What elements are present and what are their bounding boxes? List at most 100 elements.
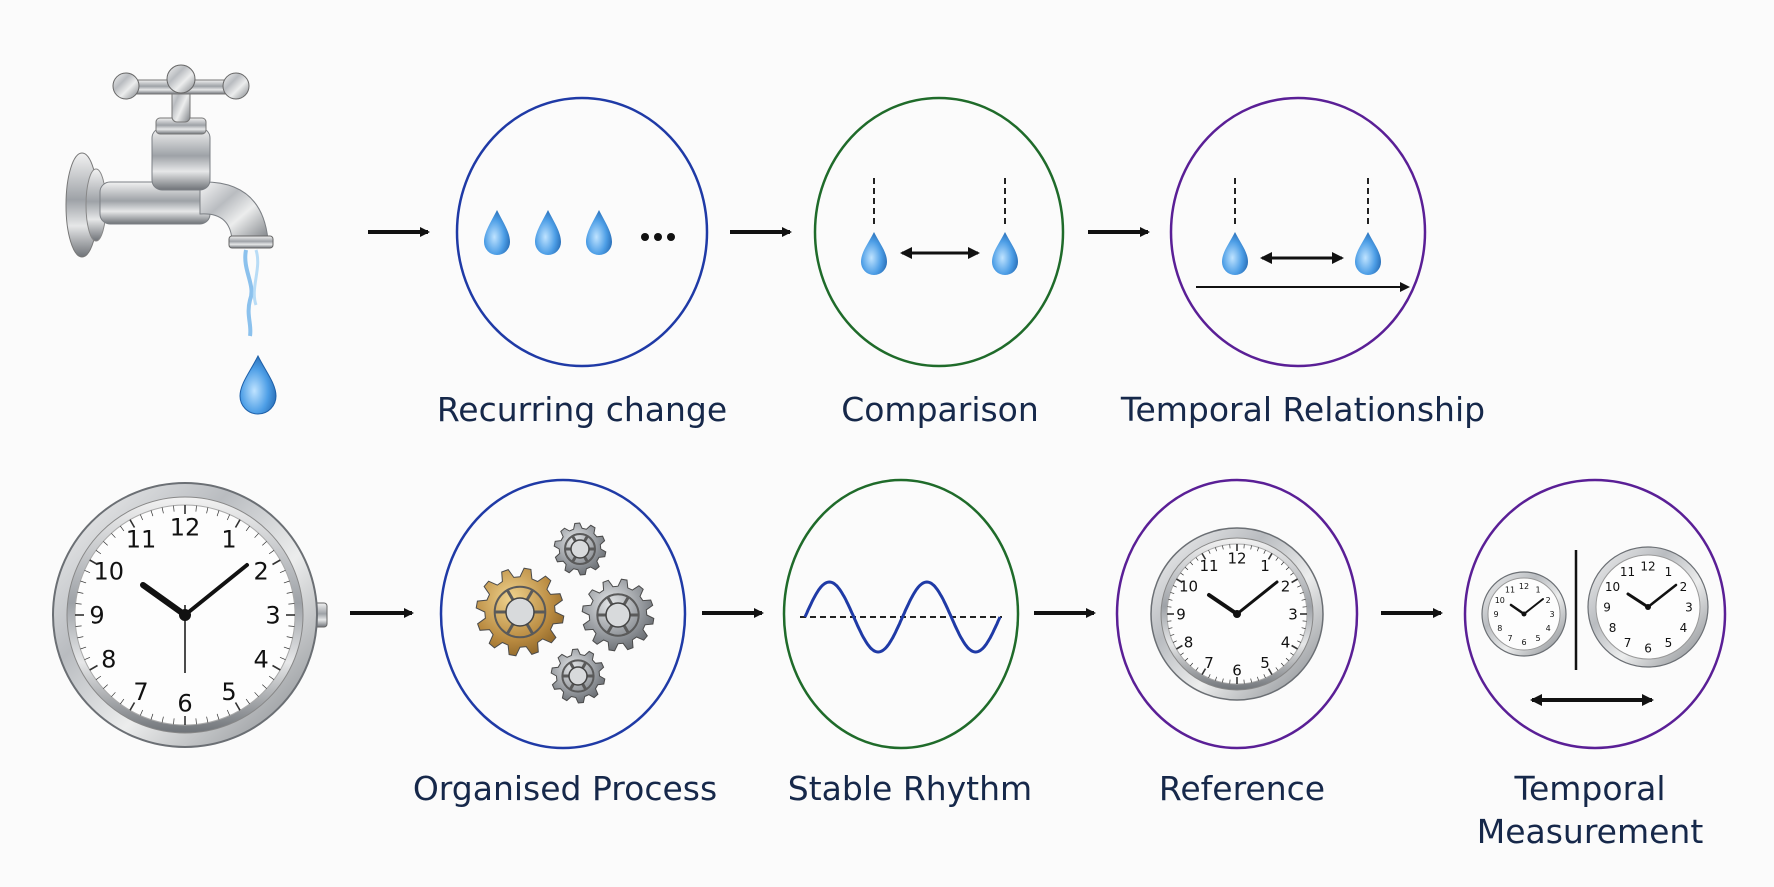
clock-tick [1267, 668, 1273, 676]
clock-tick [150, 713, 154, 720]
label-organised-process: Organised Process [412, 769, 718, 808]
clock-tick [1263, 549, 1266, 554]
label-temporal: Temporal [1514, 769, 1666, 808]
clock-tick [139, 514, 144, 521]
clock-numeral: 4 [254, 646, 269, 674]
clock-numeral: 4 [1546, 624, 1551, 633]
clock-tick [77, 636, 84, 639]
clock-numeral: 10 [1495, 596, 1505, 605]
label-comparison: Comparison [841, 390, 1039, 429]
clock-tick [1257, 547, 1259, 552]
clock-tick [120, 698, 125, 705]
clock-numeral: 9 [89, 602, 104, 630]
clock-tick [268, 550, 275, 555]
clock-numeral: 9 [1493, 610, 1498, 619]
clock-tick [1285, 657, 1290, 662]
label-measurement: Measurement [1476, 812, 1704, 851]
clock-numeral: 12 [1519, 582, 1529, 591]
clock-numeral: 11 [1505, 586, 1515, 595]
clock-tick [150, 510, 154, 517]
clock-tick [1168, 599, 1173, 601]
clock-tick [173, 718, 175, 725]
clock-tick [1299, 634, 1304, 636]
clock-numeral: 2 [254, 558, 269, 586]
clock-tick [89, 664, 98, 671]
clock-tick [1257, 676, 1259, 681]
clock-numeral: 10 [1179, 577, 1198, 595]
clock-tick [173, 505, 175, 512]
clock-tick [1297, 585, 1302, 588]
clock-tick [1168, 627, 1173, 629]
clock-tick [1250, 678, 1252, 683]
clock-tick [1201, 668, 1207, 676]
water-drop-icon [1355, 232, 1381, 275]
clock-tick [1301, 627, 1306, 629]
water-drop-icon [484, 210, 510, 255]
clock-tick [283, 580, 290, 584]
clock-tick [254, 692, 259, 697]
faucet-icon [65, 64, 277, 415]
clock-tick [1172, 640, 1177, 643]
clock-tick [1275, 557, 1279, 561]
clock-numeral: 12 [1640, 559, 1655, 573]
clock-numeral: 5 [1260, 654, 1270, 672]
clock-tick [245, 698, 250, 705]
clock-numeral: 8 [101, 646, 116, 674]
clock-tick [1170, 634, 1175, 636]
water-drop-icon [992, 232, 1018, 275]
water-drop-icon [1222, 232, 1248, 275]
clock-tick [272, 559, 281, 566]
clock-tick [262, 541, 267, 546]
clock-numeral: 5 [221, 678, 236, 706]
clock-numeral: 12 [1227, 549, 1246, 567]
clock-tick [206, 507, 209, 514]
clock-numeral: 1 [1260, 557, 1270, 575]
clock-tick [1175, 578, 1183, 584]
clock-numeral: 5 [1665, 636, 1673, 650]
clock-tick [206, 716, 209, 723]
water-drop-icon [586, 210, 612, 255]
clock-tick [1195, 667, 1199, 671]
clock-tick [1215, 676, 1217, 681]
clock-tick [226, 514, 231, 521]
clock-numeral: 9 [1603, 600, 1611, 614]
clock-numeral: 3 [1549, 610, 1554, 619]
clock-tick [1180, 572, 1184, 576]
clock-tick [111, 533, 116, 538]
clock-tick [272, 664, 281, 671]
clock-tick [1263, 674, 1266, 679]
clock-tick [1291, 578, 1299, 584]
clock-tick [268, 675, 275, 680]
gear-hub [605, 602, 631, 628]
clock-tick [95, 550, 102, 555]
clock-tick [120, 525, 125, 532]
clock-numeral: 1 [1535, 586, 1540, 595]
clock-tick [89, 559, 98, 566]
clock-numeral: 6 [1521, 638, 1526, 647]
clock-tick [129, 519, 136, 528]
clock-tick [84, 656, 91, 661]
clock-numeral: 11 [1620, 565, 1635, 579]
clock-numeral: 3 [1288, 605, 1298, 623]
clock-tick [75, 625, 82, 627]
recurring-change-node [455, 96, 709, 368]
clock-tick [216, 510, 220, 517]
clock-tick [161, 716, 164, 723]
clock-tick [1267, 552, 1273, 560]
clock-tick [1301, 599, 1306, 601]
gear-hub [505, 597, 535, 627]
clock-tick [1222, 545, 1224, 550]
clock-tick [1184, 566, 1189, 571]
clock-tick [75, 603, 82, 605]
clock-numeral: 7 [1624, 636, 1632, 650]
gears-icon [475, 522, 655, 704]
clock-tick [245, 525, 250, 532]
clock-tick [1189, 561, 1194, 566]
clock-tick [95, 675, 102, 680]
clock-numeral: 8 [1184, 633, 1194, 651]
clock-numeral: 1 [1665, 565, 1673, 579]
label-stable-rhythm: Stable Rhythm [787, 769, 1033, 808]
clock-tick [1208, 549, 1211, 554]
